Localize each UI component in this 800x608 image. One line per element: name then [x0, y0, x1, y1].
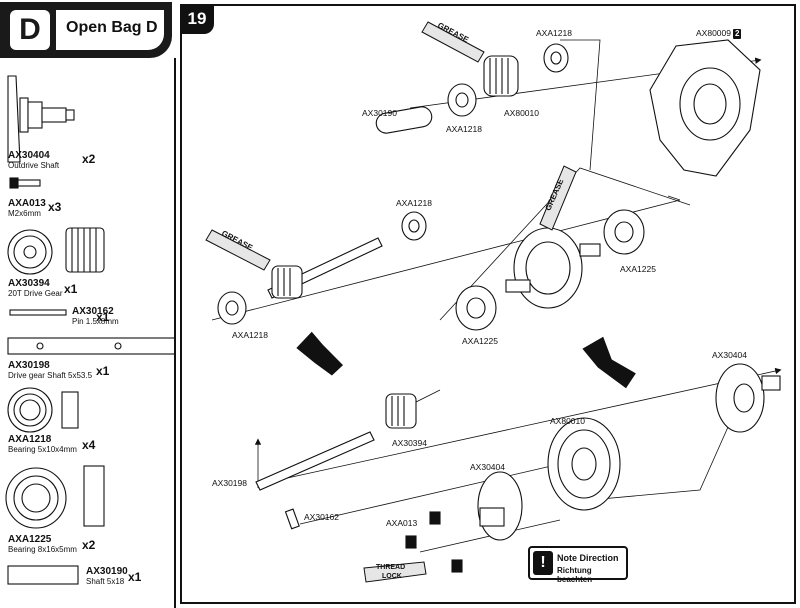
- step-badge: 19: [180, 4, 214, 34]
- label-ax80010: AX80010: [550, 416, 585, 426]
- label-ax30162: AX30162: [304, 512, 339, 522]
- label-ax30404: AX30404: [470, 462, 505, 472]
- note-direction-box: ! Note Direction Richtung beachten: [528, 546, 628, 584]
- part-axa013: AXA013 M2x6mm: [8, 198, 46, 218]
- outdrive-right-art: [715, 363, 781, 433]
- bearing-large-art: [5, 465, 105, 529]
- bearing-small-art: [7, 387, 79, 433]
- grease-tube-2: [205, 229, 271, 271]
- part-qty: x1: [64, 282, 78, 296]
- label-ax30190: AX30190: [362, 108, 397, 118]
- bag-title-box: Open Bag D: [56, 10, 164, 50]
- outdrive-shaft-art: [7, 75, 75, 163]
- thread-lock-label: LOCK: [382, 573, 402, 580]
- part-qty: x2: [82, 538, 96, 552]
- label-ax30404: AX30404: [712, 350, 747, 360]
- bag-title: Open Bag D: [66, 19, 158, 36]
- bearing-top-b: [543, 43, 569, 73]
- screw-art: [9, 177, 41, 189]
- part-qty: x1: [96, 364, 110, 378]
- gear-top-ax80010: [483, 55, 519, 97]
- grease-tube-3: [539, 165, 577, 231]
- part-qty: x2: [82, 152, 96, 166]
- bag-letter-box: D: [10, 10, 50, 50]
- part-ax30190: AX30190 Shaft 5x18: [86, 566, 128, 586]
- gear-ax30394-art: [385, 393, 417, 429]
- step-frame: [180, 4, 796, 604]
- bearing-mid-left: [217, 291, 247, 325]
- parts-illustrations: [5, 75, 174, 585]
- bearing-top-a: [447, 83, 477, 117]
- shaft-art: [7, 565, 79, 585]
- bearing-mid-lower: [455, 285, 497, 331]
- note-line-1: Note Direction: [557, 553, 619, 563]
- diff-gear-mid: [505, 227, 601, 309]
- warning-icon: !: [533, 551, 553, 575]
- label-axa1218: AXA1218: [396, 198, 432, 208]
- label-ax80010: AX80010: [504, 108, 539, 118]
- part-ax30162: AX30162 Pin 1.5x8mm: [72, 306, 119, 326]
- shaft-ax30198-art: [255, 431, 375, 491]
- note-line-2: Richtung beachten: [557, 566, 593, 584]
- bag-letter: D: [19, 13, 41, 46]
- label-axa1218: AXA1218: [232, 330, 268, 340]
- part-qty: x4: [82, 438, 96, 452]
- step-number: 19: [187, 9, 207, 28]
- gear-mid-small: [271, 265, 303, 299]
- column-divider: [174, 58, 176, 608]
- part-qty: x3: [48, 200, 62, 214]
- thread-lock-tube: [363, 561, 427, 583]
- grease-tube-1: [421, 21, 485, 63]
- direction-arrows: [296, 331, 636, 389]
- pin-art: [9, 309, 67, 316]
- label-axa013: AXA013: [386, 518, 418, 528]
- label-axa1218: AXA1218: [446, 124, 482, 134]
- pin-ax30162-art: [284, 508, 300, 530]
- label-axa1225: AXA1225: [462, 336, 498, 346]
- bearing-mid-center: [401, 211, 427, 241]
- bag-header: D Open Bag D: [0, 2, 172, 58]
- diff-gear-bottom: [547, 417, 621, 511]
- part-ax30394: AX30394 20T Drive Gear: [8, 278, 63, 298]
- part-ax30198: AX30198 Drive gear Shaft 5x53.5: [8, 360, 93, 380]
- drive-gear-art: [7, 227, 105, 275]
- label-ax30394: AX30394: [392, 438, 427, 448]
- part-axa1225: AXA1225 Bearing 8x16x5mm: [8, 534, 77, 554]
- label-axa1218: AXA1218: [536, 28, 572, 38]
- label-axa1225: AXA1225: [620, 264, 656, 274]
- part-qty: x1: [96, 310, 110, 324]
- part-axa1218: AXA1218 Bearing 5x10x4mm: [8, 434, 77, 454]
- part-qty: x1: [128, 570, 142, 584]
- outdrive-left-art: [477, 471, 523, 541]
- screws-art: [405, 511, 463, 573]
- part-ax30404: AX30404 Outdrive Shaft: [8, 150, 60, 170]
- thread-lock-label: THREAD: [376, 564, 406, 571]
- shaft-ax30190-art: [375, 106, 433, 134]
- drive-gear-shaft-art: [7, 337, 174, 355]
- housing-ax80009-art: [649, 39, 761, 177]
- label-ax30198: AX30198: [212, 478, 247, 488]
- bearing-mid-right: [603, 209, 645, 255]
